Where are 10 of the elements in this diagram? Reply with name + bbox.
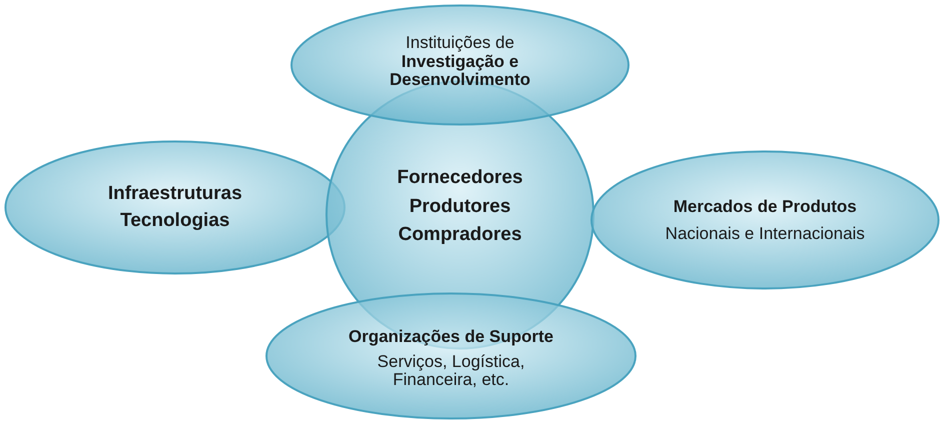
node-text: Tecnologias bbox=[120, 210, 230, 232]
node-text: Compradores bbox=[398, 225, 522, 246]
node-heading: Mercados de Produtos bbox=[673, 198, 857, 217]
node-heading: Infraestruturas bbox=[108, 184, 242, 204]
node-heading: Organizações de Suporte bbox=[348, 328, 554, 347]
node-text: Instituições de Investigação e Desenvolvimento bbox=[388, 34, 532, 90]
node-text: Produtores bbox=[409, 196, 511, 218]
node-heading: Fornecedores bbox=[397, 168, 523, 189]
node-text: Serviços, Logística, Financeira, etc. bbox=[376, 352, 526, 390]
node-text: Nacionais e Internacionais bbox=[665, 225, 865, 244]
